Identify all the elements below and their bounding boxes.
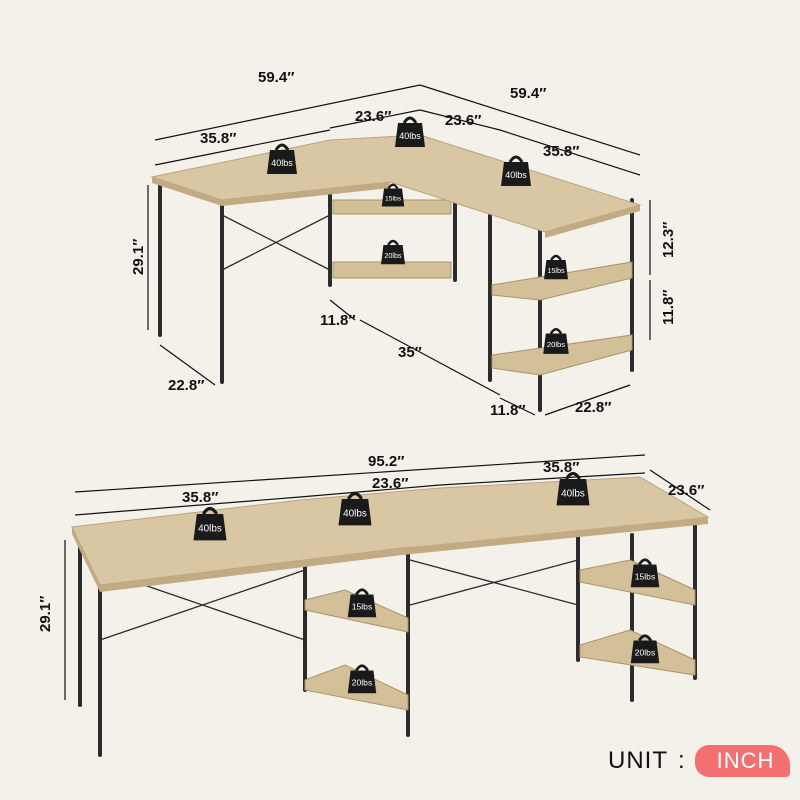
weight-icon: 15lbs (381, 183, 405, 207)
weight-icon: 20lbs (543, 328, 569, 354)
weight-icon: 15lbs (544, 254, 568, 280)
weight-icon: 20lbs (381, 239, 405, 265)
dim-shelf-depth-left: 11.8″ (320, 312, 356, 329)
dim-depth-left: 22.8″ (168, 377, 204, 394)
dim-left-desk-bottom: 35.8″ (182, 489, 218, 506)
weight-label: 40lbs (399, 131, 421, 141)
weight-label: 40lbs (561, 489, 585, 500)
dimension-labels-bottom: 95.2″ 35.8″ 23.6″ 35.8″ 23.6″ 29.1″ (37, 453, 704, 632)
dim-upper-shelf-gap: 12.3″ (660, 222, 677, 258)
weight-icon: 40lbs (395, 116, 425, 147)
dim-total-right: 59.4″ (510, 85, 546, 102)
unit-separator: : (678, 747, 685, 774)
dim-top-middle-left: 23.6″ (355, 108, 391, 125)
weight-label: 20lbs (384, 251, 402, 260)
weight-label: 40lbs (505, 170, 527, 180)
dimension-lines-bottom (64, 454, 711, 700)
dim-right-desk-bottom: 35.8″ (543, 459, 579, 476)
weight-icon: 20lbs (630, 634, 660, 664)
dim-span: 35″ (398, 344, 422, 361)
unit-label: UNIT (608, 747, 668, 774)
dim-total-length: 95.2″ (368, 453, 404, 470)
dim-left-desk: 35.8″ (200, 130, 236, 147)
straight-desk (71, 476, 710, 757)
weight-label: 15lbs (635, 572, 655, 582)
weight-icon: 40lbs (193, 506, 227, 541)
dimension-lines-top (147, 84, 651, 416)
weight-icon: 15lbs (347, 588, 377, 618)
weight-label: 40lbs (198, 524, 222, 535)
unit-indicator: UNIT : INCH (608, 745, 791, 777)
dim-top-middle-right: 23.6″ (445, 112, 481, 129)
weight-label: 15lbs (547, 266, 565, 275)
dim-depth-bottom: 23.6″ (668, 482, 704, 499)
unit-badge: INCH (694, 745, 791, 777)
weight-label: 20lbs (547, 340, 565, 349)
weight-markers: 40lbs 40lbs 40lbs 15lbs 15lbs 20lbs 20lbs 40lbs… (193, 116, 660, 694)
weight-icon: 20lbs (347, 664, 377, 694)
weight-label: 15lbs (352, 602, 372, 612)
weight-icon: 40lbs (338, 491, 372, 526)
weight-icon: 15lbs (630, 558, 660, 588)
weight-label: 40lbs (271, 158, 293, 168)
weight-label: 20lbs (352, 678, 372, 688)
dimension-labels-top: 59.4″ 23.6″ 23.6″ 59.4″ 35.8″ 35.8″ 29.1… (130, 69, 677, 419)
dim-lower-shelf-gap: 11.8″ (660, 289, 677, 325)
dim-right-desk: 35.8″ (543, 143, 579, 160)
weight-icon: 40lbs (501, 155, 531, 186)
weight-label: 20lbs (635, 648, 655, 658)
weight-icon: 40lbs (556, 471, 590, 506)
weight-label: 40lbs (343, 509, 367, 520)
dim-total-left: 59.4″ (258, 69, 294, 86)
weight-label: 15lbs (385, 196, 402, 203)
weight-icon: 40lbs (267, 143, 297, 174)
dim-depth-right: 22.8″ (575, 399, 611, 416)
dim-shelf-depth-right: 11.8″ (490, 402, 526, 419)
dim-height-bottom: 29.1″ (37, 596, 54, 632)
dim-height: 29.1″ (130, 239, 147, 275)
dim-middle-bottom: 23.6″ (372, 475, 408, 492)
